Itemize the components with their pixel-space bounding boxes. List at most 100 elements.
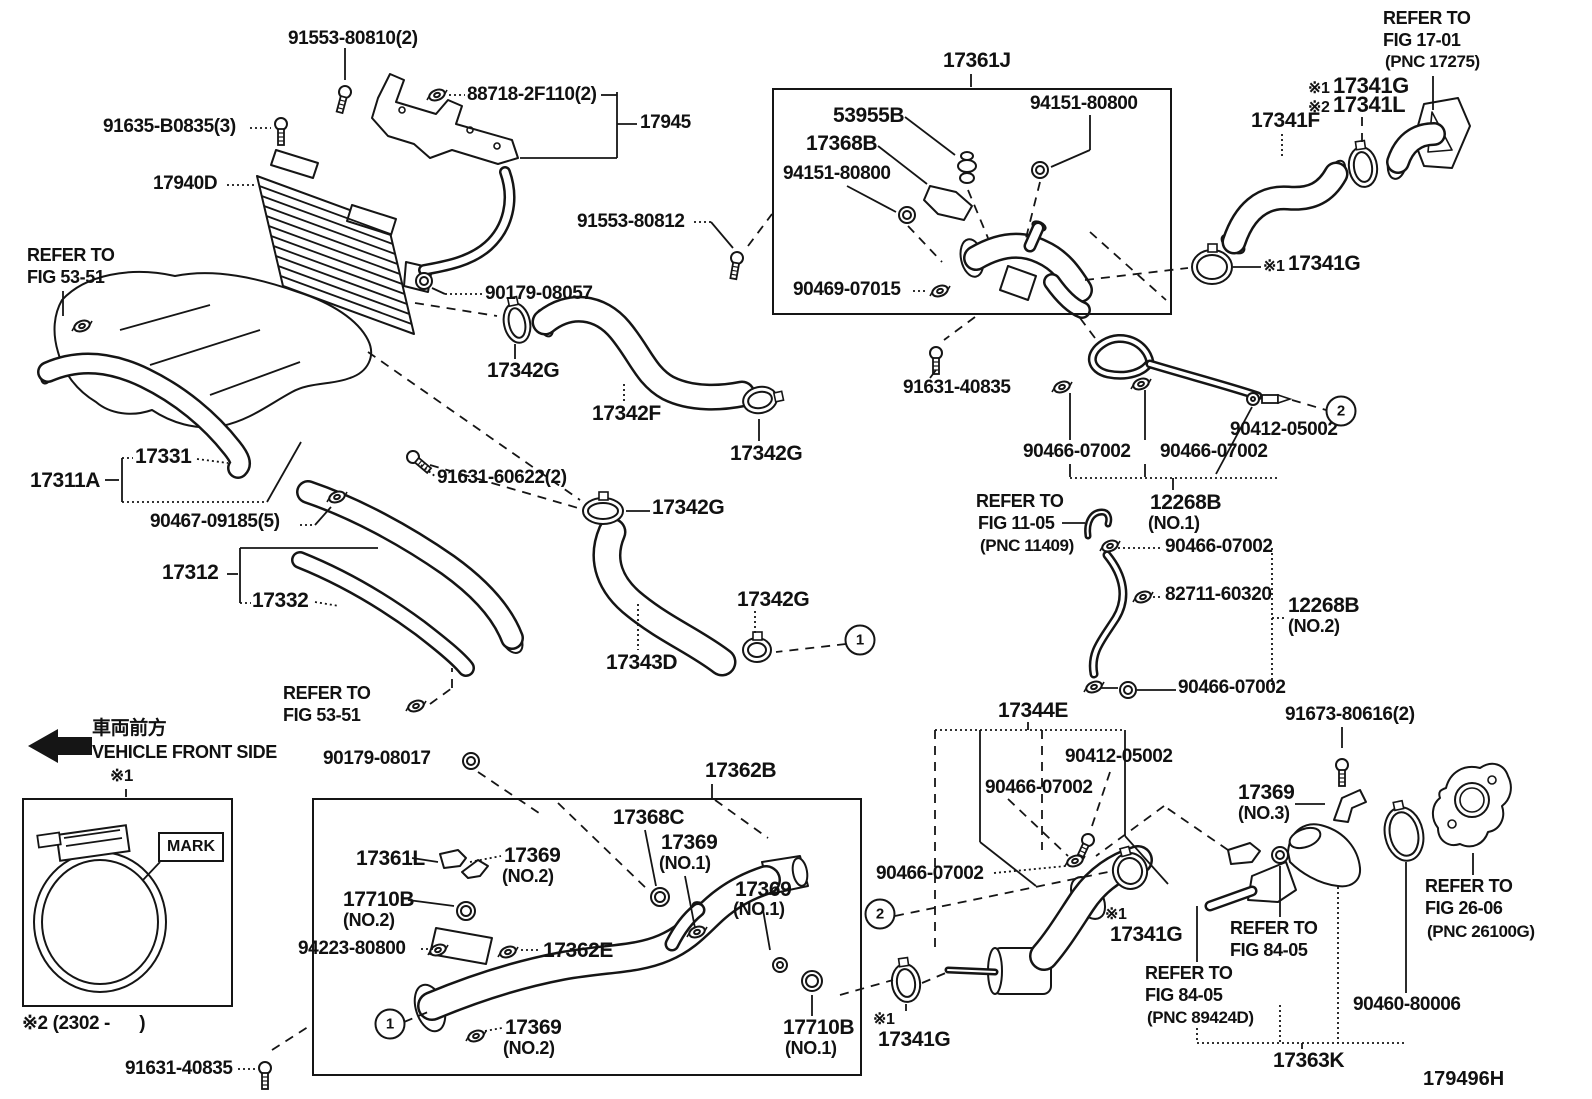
part-label-94151-80800-b: 94151-80800 [1030,93,1138,114]
part-label-17710B-no2-sub: (NO.2) [343,910,395,930]
part-label-17369-no3: 17369 [1238,781,1295,804]
part-label-90466-07002-d: 90466-07002 [1178,677,1286,698]
clip-icon [465,1029,487,1043]
part-label-91553-80810: 91553-80810(2) [288,28,418,49]
clip-icon [686,925,708,939]
callout-circle-1: 1 [844,624,876,656]
ref-label-fig11-05-2: FIG 11-05 [978,513,1055,533]
part-label-90466-07002-b: 90466-07002 [1160,441,1268,462]
bolt-icon [274,117,288,146]
fastener-icons [71,85,1425,1090]
part-label-91631-60622: 91631-60622(2) [437,467,567,488]
part-label-17362E: 17362E [543,939,614,962]
part-label-94223-80800: 94223-80800 [298,938,406,959]
ref-label-fig84-05-r1: REFER TO [1230,918,1318,938]
bolt-icon [929,346,943,375]
part-label-12268B-no2-sub: (NO.2) [1288,616,1340,636]
part-label-17369-no1a-sub: (NO.1) [659,853,711,873]
clip-icon [1099,539,1121,553]
bolt-icon [258,1061,272,1090]
part-label-90467-09185: 90467-09185(5) [150,511,280,532]
part-label-17342F: 17342F [592,402,661,425]
clip-icon [1132,590,1154,604]
ref-label-fig17-01-1: REFER TO [1383,8,1471,28]
part-label-17369-no1a: 17369 [661,831,718,854]
ref-label-fig26-06-2: FIG 26-06 [1425,898,1503,918]
note-mark-1d: ※1 [873,1011,895,1028]
part-label-17940D: 17940D [153,173,218,194]
part-label-91631-40835-b: 91631-40835 [125,1058,233,1079]
part-label-17344E: 17344E [998,699,1069,722]
clip-icon [929,284,951,298]
clip-icon [1130,377,1152,391]
part-label-17362B: 17362B [705,759,777,782]
ref-label-fig53-51-a1: REFER TO [27,245,115,265]
callout-circle-2: 2 [864,898,896,930]
part-label-90466-07002-c: 90466-07002 [1165,536,1273,557]
part-label-17368C: 17368C [613,806,685,829]
ref-label-fig84-05-l3: (PNC 89424D) [1147,1008,1254,1027]
part-label-91635-B0835: 91635-B0835(3) [103,116,236,137]
vehicle-front-label-jp: 車両前方 [92,718,167,739]
vehicle-front-arrow-icon [28,729,92,763]
ref-label-fig53-51-a2: FIG 53-51 [27,267,105,287]
part-label-17369-no2a-sub: (NO.2) [502,866,554,886]
ref-label-fig84-05-r2: FIG 84-05 [1230,940,1308,960]
part-label-17369-no2a: 17369 [504,844,561,867]
bolt-icon [406,450,433,475]
part-label-12268B-no2: 12268B [1288,594,1360,617]
ref-label-fig17-01-2: FIG 17-01 [1383,30,1461,50]
clip-icon [1083,680,1105,694]
mark-tag-label: MARK [167,838,215,855]
part-label-17341F: 17341F [1251,109,1320,132]
part-label-17361L: 17361L [356,847,425,870]
note-mark-1c: ※1 [110,766,133,785]
part-label-90179-08017: 90179-08017 [323,748,431,769]
note-mark-2a: ※2 [1308,99,1330,116]
part-label-12268B-no1: 12268B [1150,491,1222,514]
ref-label-fig17-01-3: (PNC 17275) [1385,52,1480,71]
part-label-53955B: 53955B [833,104,905,127]
part-label-17343D: 17343D [606,651,678,674]
part-label-17369-no2b-sub: (NO.2) [503,1038,555,1058]
ref-label-fig84-05-l2: FIG 84-05 [1145,985,1223,1005]
part-label-17342G-1: 17342G [487,359,560,382]
clip-icon [1064,854,1086,868]
part-label-91553-80812: 91553-80812 [577,211,685,232]
part-label-17369-no3-sub: (NO.3) [1238,803,1290,823]
part-label-17331: 17331 [135,445,192,468]
figure-code: 179496H [1423,1068,1505,1090]
part-label-17341G-4: 17341G [1110,923,1183,946]
part-label-17342G-3: 17342G [652,496,725,519]
part-label-17369-no1b-sub: (NO.1) [733,899,785,919]
ref-label-fig84-05-l1: REFER TO [1145,963,1233,983]
group-box-17362 [312,798,862,1076]
part-label-90466-07002-e: 90466-07002 [985,777,1093,798]
clip-icon [71,319,93,333]
callout-circle-1: 1 [374,1008,406,1040]
part-label-17341G-3: 17341G [878,1028,951,1051]
part-label-91673-80616: 91673-80616(2) [1285,704,1415,725]
inset-box-clamp-detail [22,798,233,1007]
part-label-17945: 17945 [640,112,691,133]
hose-drawings [37,122,1446,1021]
part-label-17312: 17312 [162,561,219,584]
part-label-17361J: 17361J [943,49,1011,72]
clip-icon [405,699,427,713]
part-label-17341L: 17341L [1333,92,1406,117]
part-label-88718-2F110: 88718-2F110(2) [467,84,597,105]
part-label-91631-40835-a: 91631-40835 [903,377,1011,398]
bolt-icon [729,251,744,281]
note-mark-1b: ※1 [1263,258,1285,275]
bolt-icon [335,85,352,115]
part-label-90412-05002-a: 90412-05002 [1230,419,1338,440]
part-label-17710B-no1-sub: (NO.1) [785,1038,837,1058]
ref-label-fig26-06-1: REFER TO [1425,876,1513,896]
part-label-17710B-no1: 17710B [783,1016,855,1039]
part-label-94151-80800-a: 94151-80800 [783,163,891,184]
part-label-17332: 17332 [252,589,309,612]
mark-tag-box: MARK [158,832,224,862]
ref-label-fig26-06-3: (PNC 26100G) [1427,922,1535,941]
part-label-90179-08057: 90179-08057 [485,283,593,304]
